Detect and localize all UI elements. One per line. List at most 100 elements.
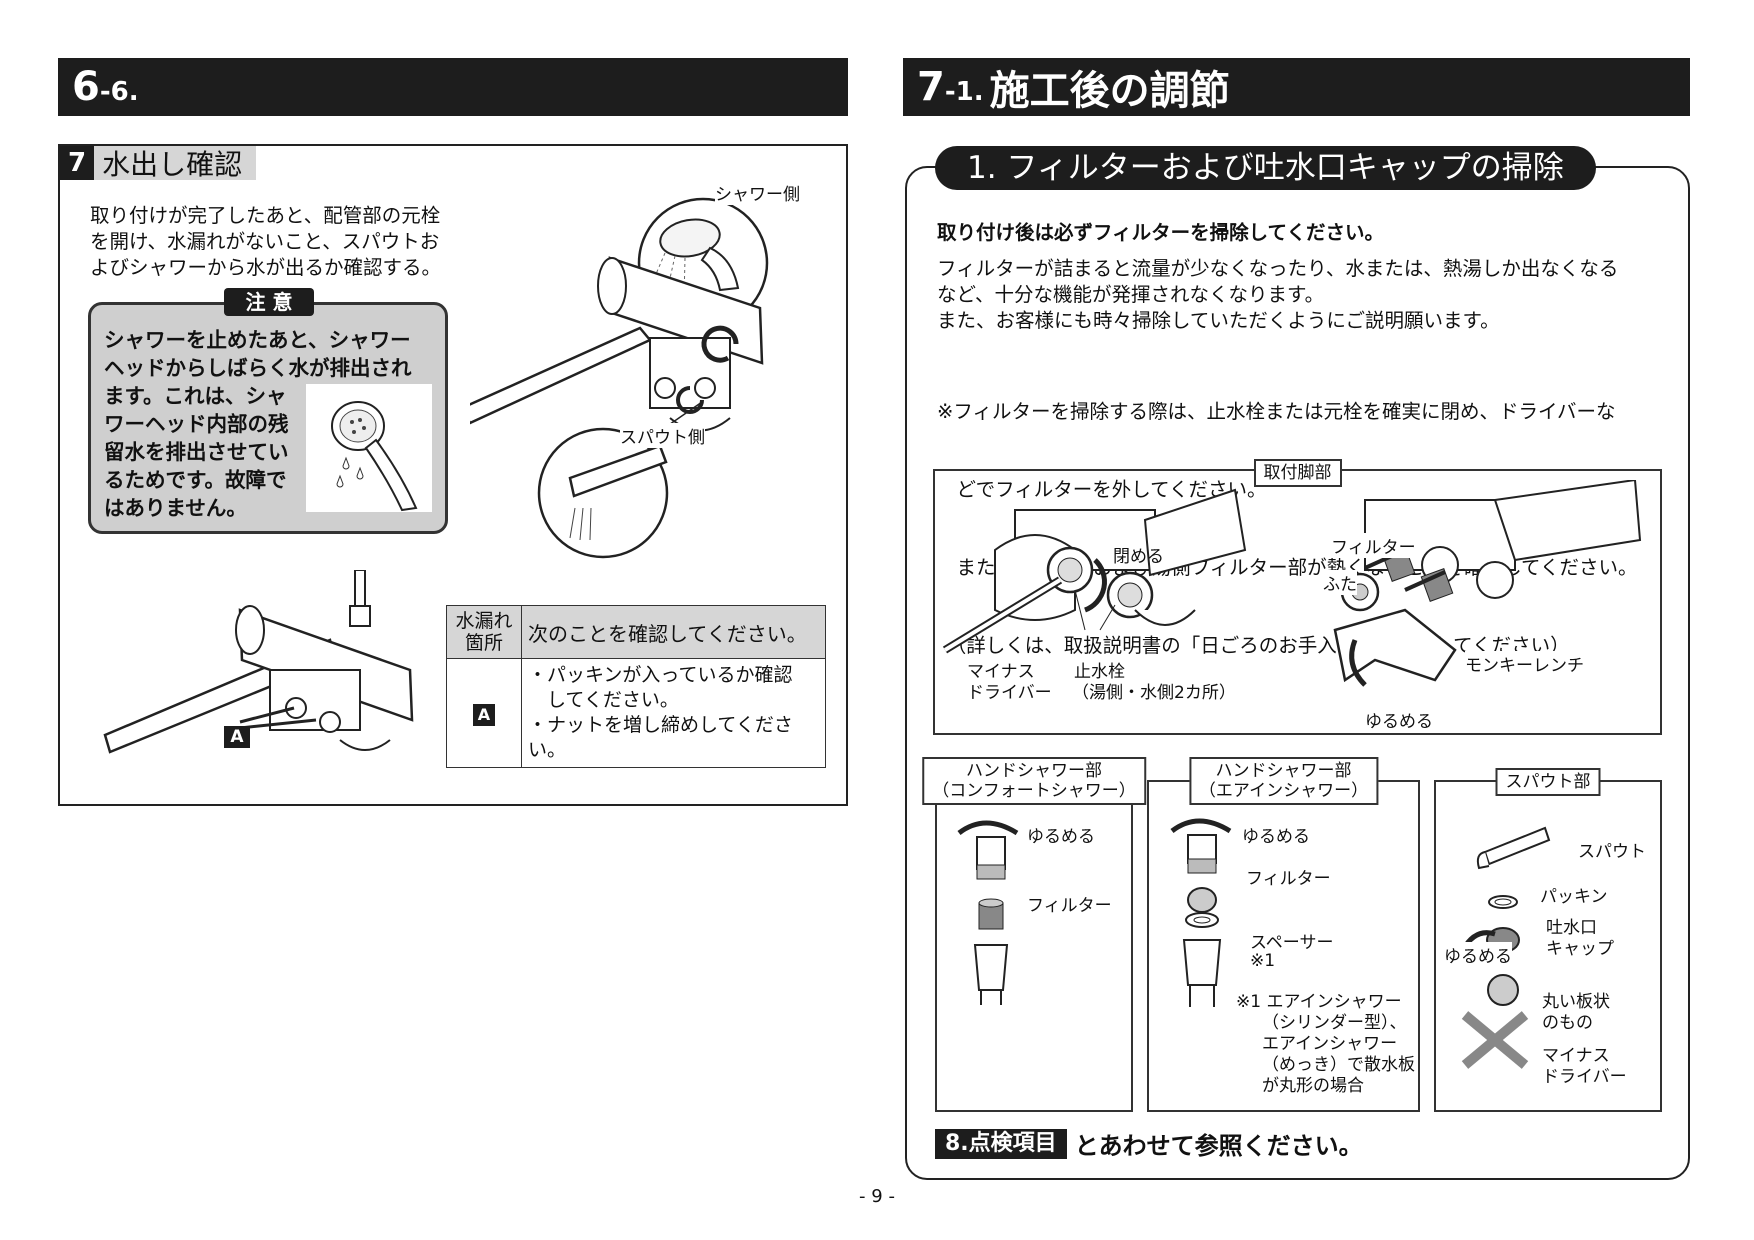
caption-line: ハンドシャワー部	[966, 761, 1102, 781]
plate-label: 丸い板状 のもの	[1542, 992, 1610, 1034]
left-section-frame	[58, 144, 848, 806]
airin-spacer: スペーサー	[1250, 928, 1334, 953]
comfort-caption: ハンドシャワー部 （コンフォートシャワー）	[922, 757, 1146, 805]
caution-line: 留水を排出させてい	[104, 440, 289, 464]
note-line: が丸形の場合	[1262, 1076, 1364, 1096]
hand-shower-comfort-box: ハンドシャワー部 （コンフォートシャワー）	[922, 757, 1146, 1112]
caution-text-short: ます。これは、シャ ワーヘッド内部の残 留水を排出させてい るためです。故障で …	[104, 382, 289, 522]
caution-line: ワーヘッド内部の残	[104, 412, 289, 436]
label-stopcock: 止水栓 （湯側・水側2カ所）	[1072, 662, 1236, 704]
spout-label: スパウト	[1578, 837, 1646, 862]
caption-line: ハンドシャワー部	[1215, 761, 1352, 781]
para-line: ※フィルターを掃除する際は、止水栓または元栓を確実に閉め、ドライバーな	[937, 400, 1616, 423]
table-row-items: ・パッキンが入っているか確認 してください。 ・ナットを増し締めしてください。	[521, 658, 826, 768]
note-line: （めっき）で散水板	[1262, 1055, 1415, 1075]
label-wrench: モンキーレンチ	[1465, 651, 1584, 676]
marker-a-table: A	[473, 703, 495, 726]
note-line: （シリンダー型）、	[1262, 1013, 1407, 1033]
caution-title: 注 意	[224, 288, 314, 316]
shower-head-drip-illustration	[306, 384, 432, 512]
airin-filter: フィルター	[1246, 864, 1331, 889]
section-7-num: 7	[60, 146, 95, 180]
label-lid: ふた	[1323, 570, 1357, 595]
left-header: 6 -6.	[58, 58, 848, 116]
stopcock-line: （湯側・水側2カ所）	[1072, 683, 1236, 703]
caution-line: ヘッドからしばらく水が排出され	[104, 356, 412, 380]
paragraph-1: フィルターが詰まると流量が少なくなったり、水または、熱湯しか出なくなる など、十…	[937, 256, 1618, 334]
label-driver: マイナス ドライバー	[967, 662, 1052, 704]
airin-shower-parts	[1170, 818, 1232, 1007]
table-row-marker-cell: A	[446, 658, 522, 768]
spout-caption: スパウト部	[1495, 768, 1601, 796]
spout-part-box: スパウト部	[1434, 768, 1662, 1112]
right-header-num: 7	[917, 64, 945, 110]
table-item: ・ナットを増し締めしてください。	[528, 714, 793, 761]
label-spout-side: スパウト側	[620, 423, 705, 448]
bold-instruction: 取り付け後は必ずフィルターを掃除してください。	[937, 221, 1384, 244]
comfort-loosen: ゆるめる	[1027, 822, 1095, 847]
cap-line: キャップ	[1546, 939, 1614, 959]
left-header-sub: -6.	[99, 77, 139, 107]
table-head-left: 水漏れ 箇所	[446, 605, 522, 659]
cap-line: 吐水口	[1546, 918, 1597, 938]
stopcock-line: 止水栓	[1074, 662, 1125, 682]
reference-tag: 8.点検項目	[935, 1128, 1067, 1159]
marker-a-figure: A	[224, 726, 250, 748]
label-close: 閉める	[1113, 547, 1164, 567]
caution-line: るためです。故障で	[104, 468, 287, 492]
label-loosen-base: ゆるめる	[1365, 707, 1433, 732]
caution-line: シャワーを止めたあと、シャワー	[104, 328, 411, 352]
table-head-right: 次のことを確認してください。	[521, 605, 826, 659]
para-line: など、十分な機能が発揮されなくなります。	[937, 283, 1325, 306]
airin-note: ※1 エアインシャワー （シリンダー型）、 エアインシャワー （めっき）で散水板…	[1236, 992, 1415, 1097]
driver-line: マイナス	[967, 662, 1035, 682]
driver-line: マイナス	[1542, 1046, 1610, 1066]
right-header: 7 -1. 施工後の調節	[903, 58, 1690, 116]
intro-line: 取り付けが完了したあと、配管部の元栓	[90, 204, 441, 227]
base-part-illustration	[942, 480, 1642, 687]
table-item: ・パッキンが入っているか確認	[528, 664, 793, 686]
right-section-title: 1. フィルターおよび吐水口キャップの掃除	[935, 146, 1596, 190]
airin-caption: ハンドシャワー部 （エアインシャワー）	[1188, 757, 1379, 805]
para-line: また、お客様にも時々掃除していただくようにご説明願います。	[937, 309, 1500, 332]
intro-line: よびシャワーから水が出るか確認する。	[90, 256, 442, 279]
airin-loosen: ゆるめる	[1242, 822, 1310, 847]
spout-driver-label: マイナス ドライバー	[1542, 1046, 1627, 1088]
caution-text-full: シャワーを止めたあと、シャワー ヘッドからしばらく水が排出され	[104, 326, 412, 382]
reference-line: 8.点検項目 とあわせて参照ください。	[935, 1126, 1363, 1161]
comfort-filter: フィルター	[1027, 891, 1112, 916]
right-header-title: 施工後の調節	[989, 68, 1230, 114]
intro-line: を開け、水漏れがないこと、スパウトお	[90, 230, 440, 253]
label-shower-side: シャワー側	[715, 180, 800, 205]
plate-line: のもの	[1542, 1013, 1593, 1033]
caption-line: （エアインシャワー）	[1198, 781, 1369, 801]
cap-label: 吐水口 キャップ	[1546, 918, 1614, 960]
table-row: 水漏れ 箇所 次のことを確認してください。	[446, 605, 826, 659]
comfort-shower-parts	[957, 820, 1019, 1005]
para-line: どでフィルターを外してください。	[937, 478, 1267, 501]
shower-head-icon	[331, 401, 418, 512]
driver-line: ドライバー	[967, 683, 1052, 703]
page-number: - 9 -	[859, 1186, 895, 1207]
driver-line: ドライバー	[1542, 1067, 1627, 1087]
left-header-num: 6	[72, 64, 100, 110]
section-7-text: 水出し確認	[102, 148, 243, 181]
table-row: A ・パッキンが入っているか確認 してください。 ・ナットを増し締めしてください…	[446, 658, 826, 768]
right-header-sub: -1.	[944, 77, 984, 107]
plate-line: 丸い板状	[1542, 992, 1610, 1012]
para-line: フィルターが詰まると流量が少なくなったり、水または、熱湯しか出なくなる	[937, 257, 1619, 280]
label-filter-base: フィルター	[1331, 533, 1416, 558]
table-item: してください。	[528, 689, 679, 711]
note-line: ※1 エアインシャワー	[1236, 992, 1402, 1012]
base-part-box: 取付脚部	[933, 459, 1662, 735]
caution-line: ます。これは、シャ	[104, 384, 287, 408]
faucet-check-illustration	[470, 197, 769, 559]
intro-text: 取り付けが完了したあと、配管部の元栓 を開け、水漏れがないこと、スパウトお よび…	[90, 203, 441, 281]
caption-line: （コンフォートシャワー）	[932, 781, 1136, 801]
packing-label: パッキン	[1540, 882, 1608, 907]
spout-loosen: ゆるめる	[1444, 942, 1512, 967]
head-line: 箇所	[464, 632, 503, 654]
faucet-leak-point-illustration	[103, 570, 414, 754]
caution-line: はありません。	[104, 496, 247, 520]
reference-text: とあわせて参照ください。	[1074, 1132, 1363, 1160]
